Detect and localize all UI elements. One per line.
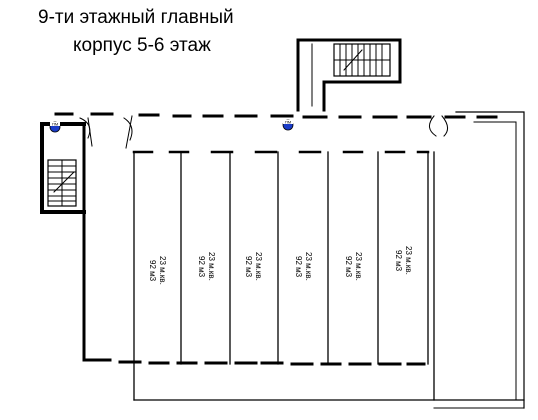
room-volume: 92 м3 bbox=[148, 260, 157, 282]
room-volume: 92 м3 bbox=[344, 256, 353, 278]
room-area: 23 м.кв. bbox=[158, 256, 167, 285]
room-area: 23 м.кв. bbox=[404, 246, 413, 275]
room-volume: 92 м3 bbox=[394, 250, 403, 272]
top-annex bbox=[296, 38, 402, 112]
room-volume: 92 м3 bbox=[244, 256, 253, 278]
fire-extinguisher-marker: ПМ bbox=[282, 120, 294, 131]
room-label: 23 м.кв. 92 м3 bbox=[344, 252, 363, 281]
room-area: 23 м.кв. bbox=[354, 252, 363, 281]
room-volume: 92 м3 bbox=[197, 256, 206, 278]
corridor-top-wall bbox=[54, 112, 498, 119]
plan-title-line-2: корпус 5-6 этаж bbox=[73, 35, 211, 56]
room-label: 23 м.кв. 92 м3 bbox=[394, 246, 413, 275]
room-area: 23 м.кв. bbox=[304, 252, 313, 281]
room-area: 23 м.кв. bbox=[207, 252, 216, 281]
bottom-facade bbox=[82, 358, 426, 366]
left-stairwell bbox=[40, 122, 86, 214]
marker-label: ПМ bbox=[285, 120, 291, 125]
doors bbox=[79, 115, 448, 149]
room-area: 23 м.кв. bbox=[254, 252, 263, 281]
room-partitions bbox=[133, 151, 435, 401]
room-label: 23 м.кв. 92 м3 bbox=[148, 256, 167, 285]
room-label: 23 м.кв. 92 м3 bbox=[294, 252, 313, 281]
room-label: 23 м.кв. 92 м3 bbox=[244, 252, 263, 281]
plan-title-line-1: 9-ти этажный главный bbox=[38, 7, 234, 28]
marker-label: ПМ bbox=[52, 122, 58, 127]
room-label: 23 м.кв. 92 м3 bbox=[197, 252, 216, 281]
fire-extinguisher-marker: ПМ bbox=[49, 122, 61, 133]
room-volume: 92 м3 bbox=[294, 256, 303, 278]
